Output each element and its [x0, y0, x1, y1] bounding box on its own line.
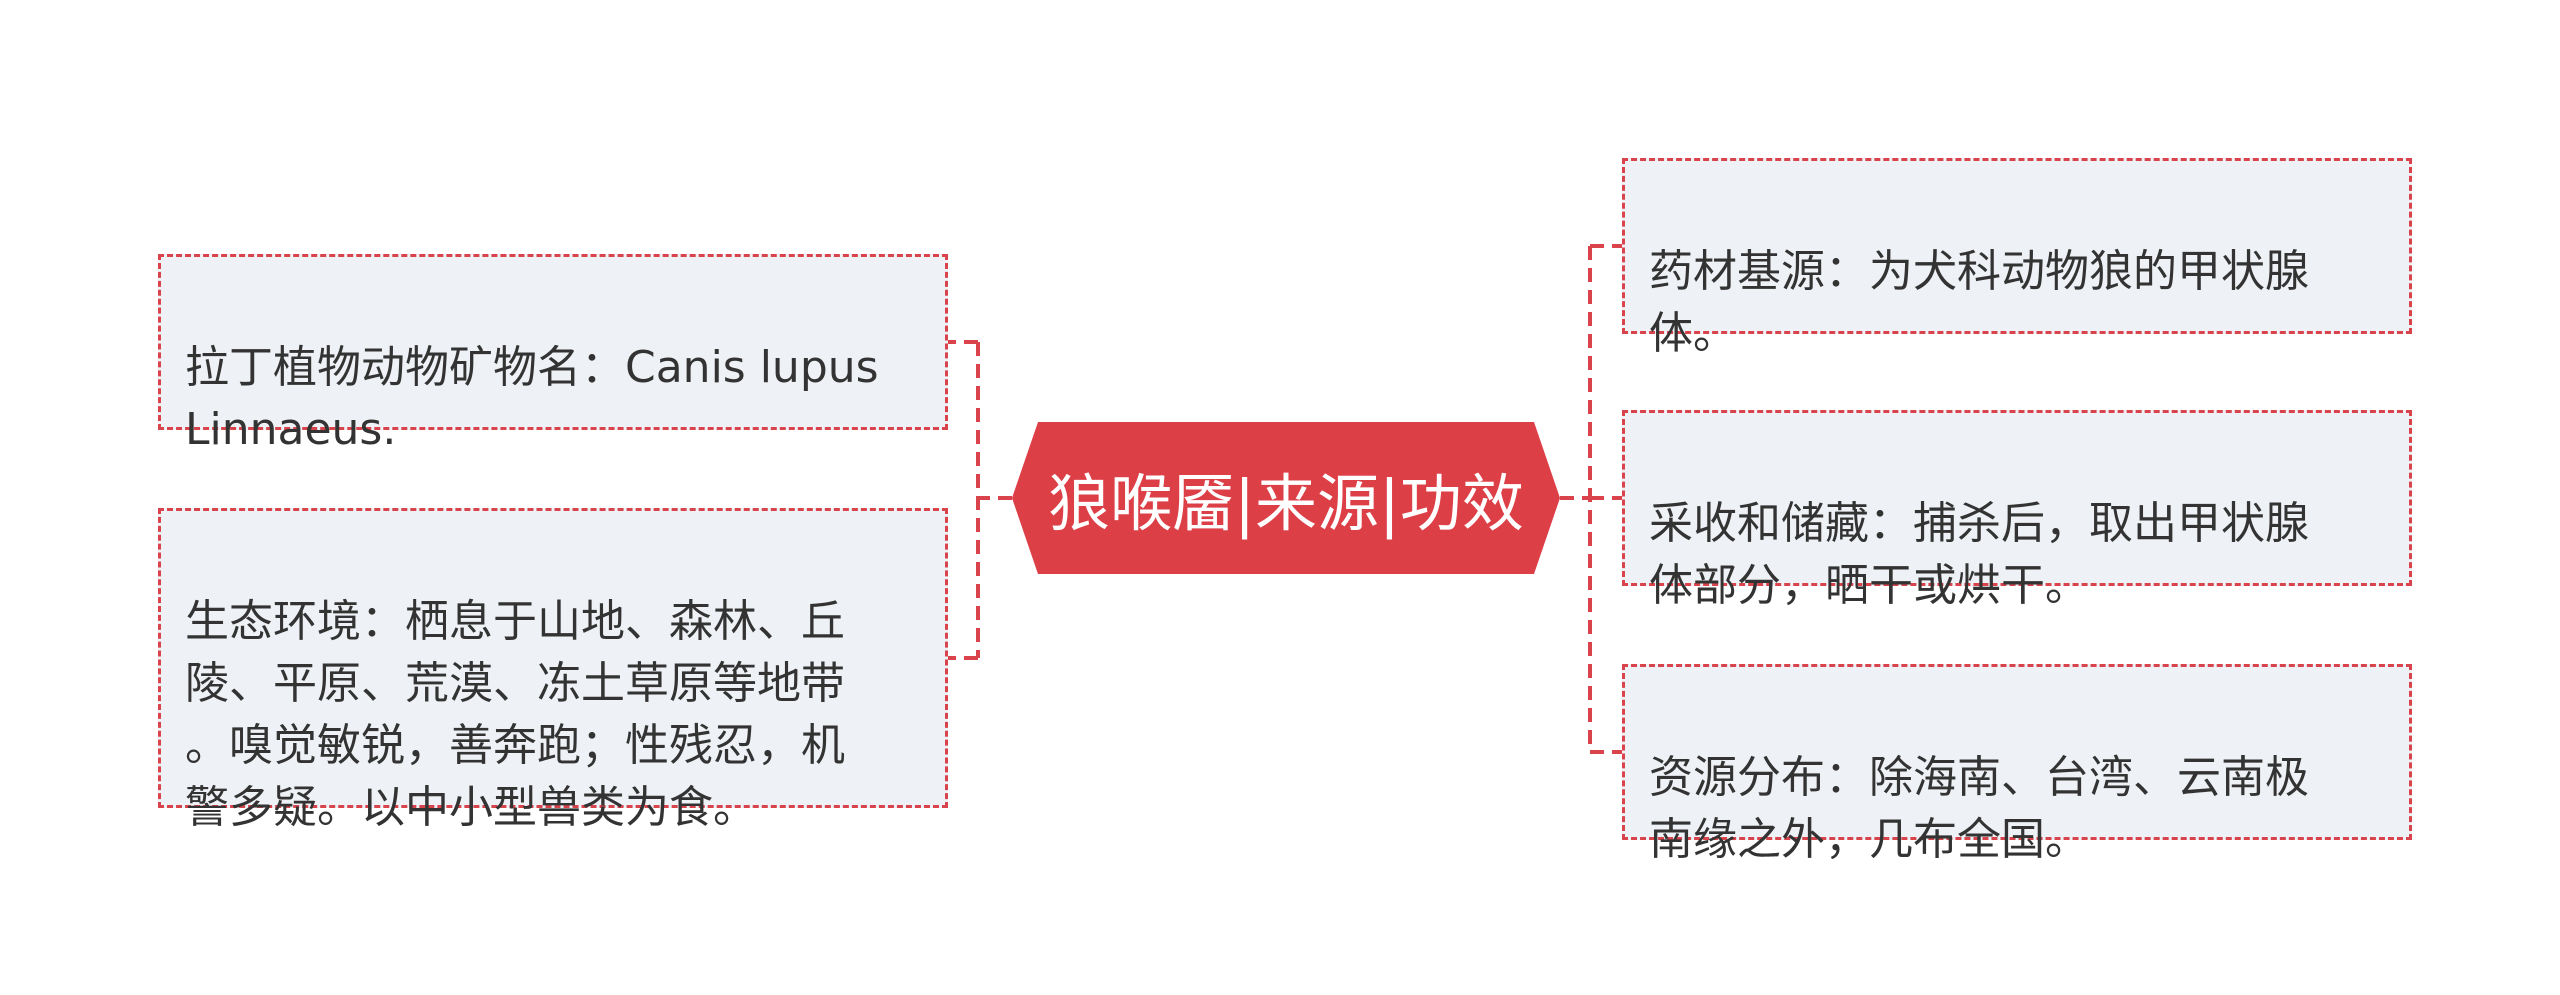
topic-source[interactable]: 药材基源：为犬科动物狼的甲状腺 体。 — [1622, 158, 2412, 359]
topic-habitat[interactable]: 生态环境：栖息于山地、森林、丘 陵、平原、荒漠、冻土草原等地带 。嗅觉敏锐，善奔… — [158, 508, 948, 833]
root-topic-node[interactable]: 狼喉靥|来源|功效 — [1012, 422, 1560, 574]
topic-habitat-text: 生态环境：栖息于山地、森林、丘 陵、平原、荒漠、冻土草原等地带 。嗅觉敏锐，善奔… — [185, 596, 845, 833]
topic-latin-name-text: 拉丁植物动物矿物名：Canis lupus Linnaeus. — [185, 342, 879, 455]
root-topic-label: 狼喉靥|来源|功效 — [1048, 467, 1524, 540]
topic-harvest-storage-text: 采收和储藏：捕杀后，取出甲状腺 体部分，晒干或烘干。 — [1649, 498, 2309, 611]
topic-source-text: 药材基源：为犬科动物狼的甲状腺 体。 — [1649, 246, 2309, 359]
topic-distribution[interactable]: 资源分布：除海南、台湾、云南极 南缘之外，几布全国。 — [1622, 664, 2412, 865]
topic-latin-name[interactable]: 拉丁植物动物矿物名：Canis lupus Linnaeus. — [158, 254, 948, 455]
topic-distribution-text: 资源分布：除海南、台湾、云南极 南缘之外，几布全国。 — [1649, 752, 2309, 865]
topic-harvest-storage[interactable]: 采收和储藏：捕杀后，取出甲状腺 体部分，晒干或烘干。 — [1622, 410, 2412, 611]
